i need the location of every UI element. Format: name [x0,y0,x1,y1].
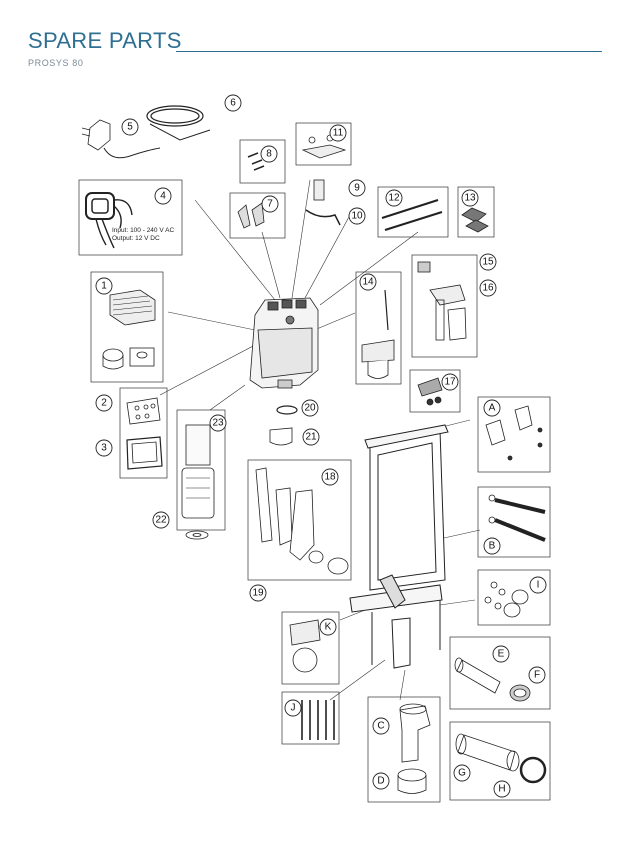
box-7 [229,192,286,239]
callout-11: 11 [333,128,344,139]
callout-23: 23 [212,418,224,429]
callout-C: C [377,721,384,732]
callout-J: J [291,703,296,714]
box-1 [90,271,164,383]
box-13 [457,186,495,238]
item-B-drawing [488,494,546,542]
box-18 [247,459,352,581]
box-K [281,611,340,685]
callout-2: 2 [101,398,107,409]
frame-drawing [349,424,449,669]
box-I [477,569,551,626]
item-2-3-drawing [126,397,163,470]
cistern-drawing [249,297,319,389]
callout-D: D [377,776,384,787]
callout-H: H [498,784,505,795]
part-boxes [78,122,551,803]
callout-3: 3 [101,443,107,454]
callout-14: 14 [362,277,374,288]
box-15-16 [411,254,478,358]
small-parts-drawing [237,134,347,229]
callout-19: 19 [252,588,264,599]
item-15-16-drawing [417,261,467,341]
box-14 [355,271,402,385]
item-G-H-drawing [455,733,547,784]
item-K-drawing [289,619,321,673]
box-12 [377,186,449,238]
title-rule [176,51,602,52]
adapter-input-text: Input: 100 - 240 V AC [112,227,174,234]
box-11 [295,122,352,166]
callout-G: G [458,768,466,779]
callout-17: 17 [444,377,456,388]
callout-labels: 1 2 3 4 5 6 7 8 9 10 11 12 13 14 15 16 1… [101,98,540,795]
box-A [477,396,551,473]
item-I-drawing [484,581,529,618]
callout-10: 10 [351,211,363,222]
callout-B: B [489,541,496,552]
box-J [281,691,340,745]
box-E-F [449,636,551,710]
item-22-23-drawing [181,424,215,540]
item-C-D-drawing [397,703,431,794]
callout-circles [95,94,547,798]
callout-F: F [534,670,540,681]
item-14-drawing [361,289,395,379]
box-C-D [367,696,441,803]
box-17 [409,369,461,413]
callout-21: 21 [305,432,317,443]
callout-I: I [537,580,540,591]
plug-cable-drawing [81,105,211,159]
callout-5: 5 [127,122,133,133]
callout-6: 6 [230,98,236,109]
box-G-H [449,721,551,801]
item-J-drawing [301,700,335,740]
page-subtitle: PROSYS 80 [28,58,84,68]
item-E-F-drawing [454,657,531,702]
transformer-drawing [85,192,133,249]
callout-1: 1 [101,281,107,292]
box-2-3 [119,387,168,479]
callout-20: 20 [304,403,316,414]
item-20-21-drawing [269,405,298,446]
box-8 [239,139,286,184]
box-23 [176,409,226,531]
callout-13: 13 [464,193,476,204]
item-A-drawing [485,405,543,461]
callout-A: A [489,403,496,414]
callout-8: 8 [266,149,272,160]
item-18-19-drawing [255,467,349,575]
callout-E: E [498,649,505,660]
callout-9: 9 [354,183,360,194]
item-17-drawing [417,377,443,406]
box-4 [78,179,183,256]
callout-15: 15 [482,257,494,268]
item-1-drawing [102,289,156,370]
callout-7: 7 [267,199,273,210]
rails-drawing [381,199,489,233]
callout-16: 16 [482,283,494,294]
callout-12: 12 [388,193,400,204]
callout-18: 18 [324,472,336,483]
callout-K: K [325,622,332,633]
adapter-output-text: Output: 12 V DC [112,235,160,242]
page-title: SPARE PARTS [28,28,182,53]
callout-22: 22 [155,515,167,526]
callout-4: 4 [160,191,166,202]
box-B [477,486,551,558]
